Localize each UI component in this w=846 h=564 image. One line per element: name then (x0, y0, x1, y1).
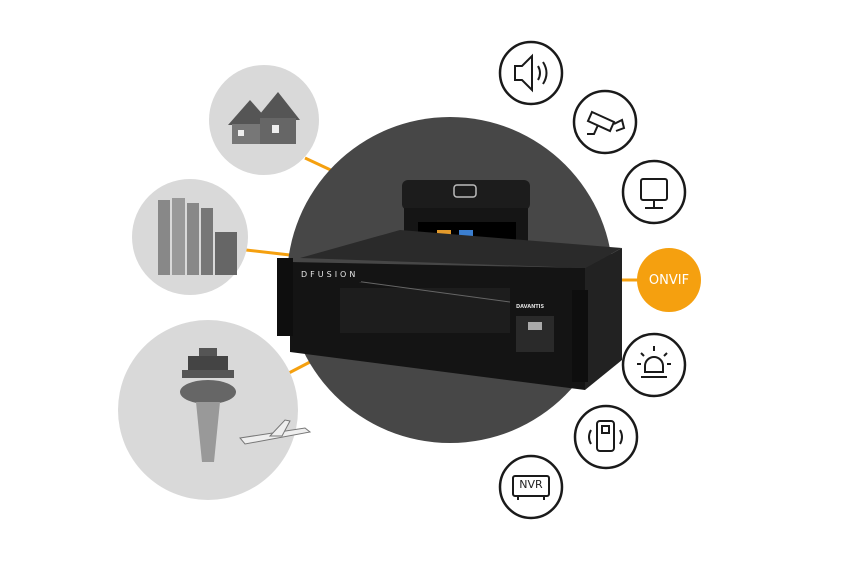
silo-icon (158, 198, 237, 275)
nvr-integration (498, 454, 564, 520)
speaker-icon (514, 53, 548, 93)
cctv-camera-integration (572, 89, 638, 155)
nvr-label: NVR (519, 478, 543, 491)
rack-server (277, 230, 622, 390)
remote-control-icon (588, 420, 623, 452)
brand-logo: DAVANTIS (516, 304, 545, 310)
scene-house (209, 65, 319, 175)
scene-silo (132, 179, 248, 295)
monitor-icon (640, 178, 668, 209)
nvr-icon (512, 475, 550, 500)
airplane-icon (239, 419, 312, 445)
alarm-integration (621, 332, 687, 398)
house-icon (228, 92, 300, 144)
alarm-beacon-icon (637, 346, 671, 378)
remote-integration (573, 404, 639, 470)
monitor-integration (621, 159, 687, 225)
speaker-integration (498, 40, 564, 106)
cctv-camera-icon (586, 110, 626, 135)
product-text: DFUSION (298, 268, 362, 282)
onvif-label: ONVIF (648, 272, 690, 288)
control-tower-icon (180, 348, 236, 462)
onvif-circle (637, 248, 701, 312)
scene-airport (118, 320, 312, 500)
